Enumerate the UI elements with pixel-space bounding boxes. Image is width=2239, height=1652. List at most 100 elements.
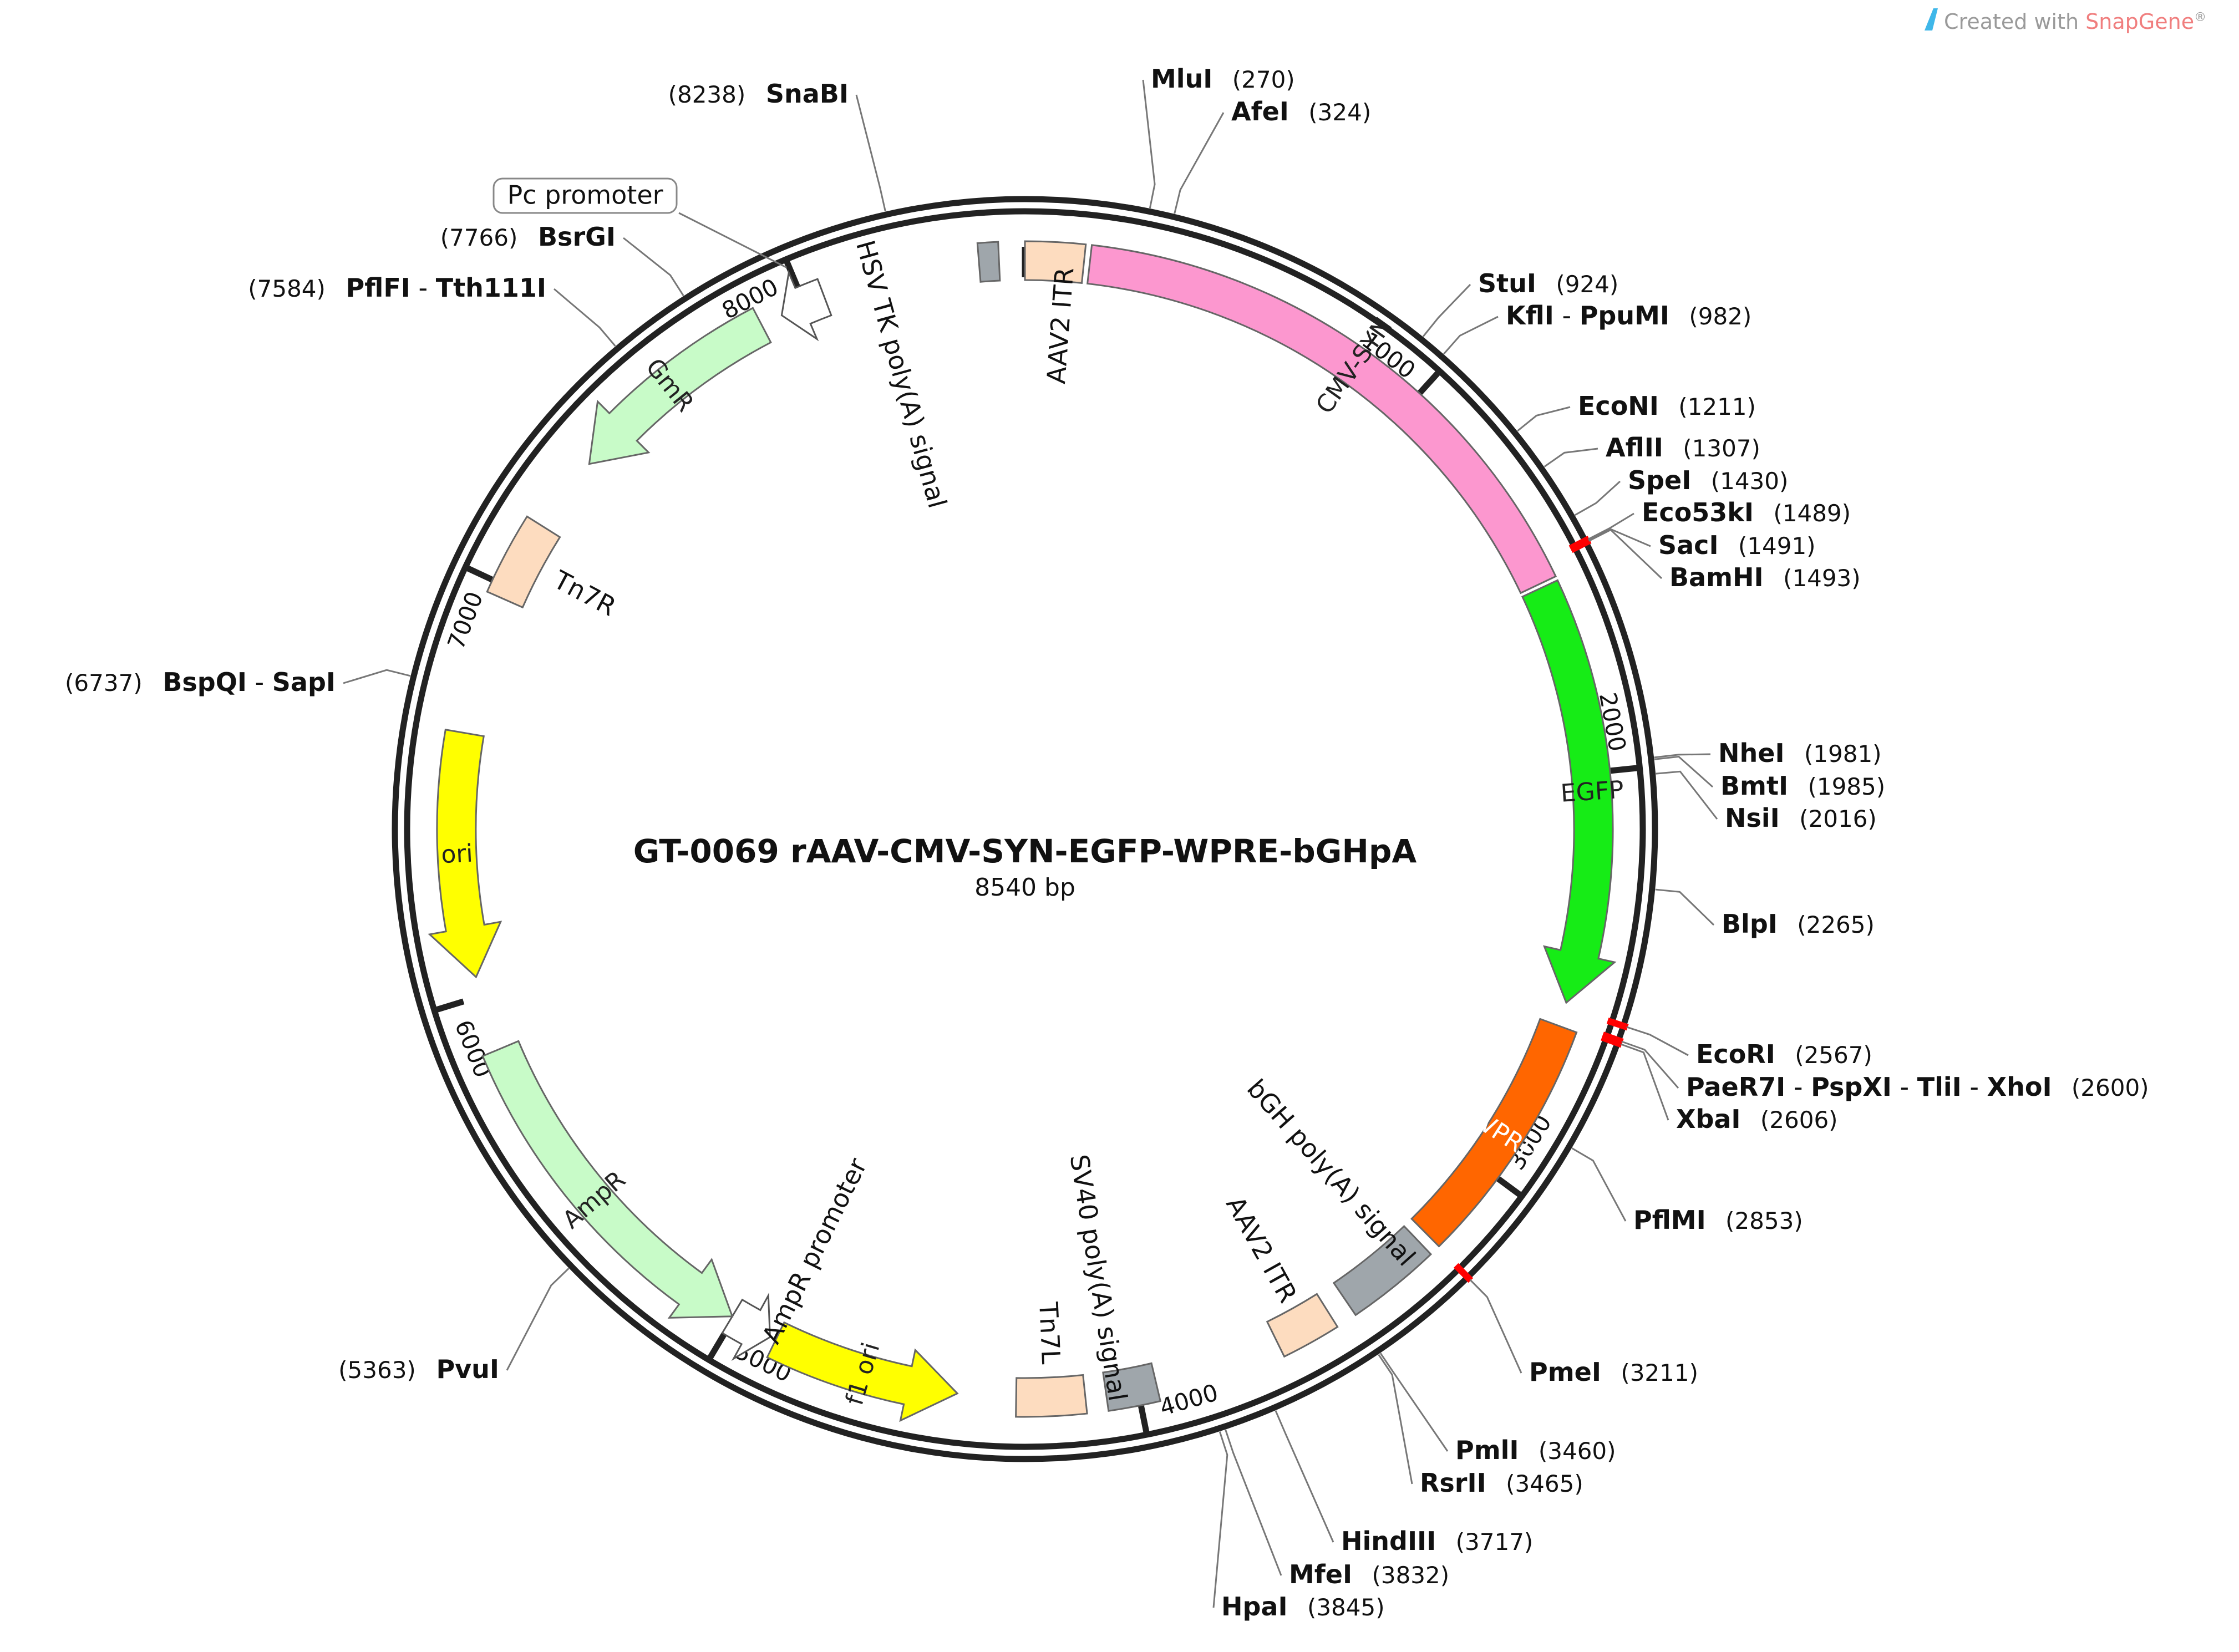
site-label: MluI (270) [1151,64,1295,94]
site-position: (3832) [1364,1562,1449,1589]
f1-ori-feature [766,1321,959,1422]
site-label: (8238) SnaBI [668,79,849,109]
site-blpi: BlpI (2265) [1655,888,1875,939]
unique-mark-ecori [1606,1017,1629,1031]
site-leader [1654,755,1713,788]
site-pvui: (5363) PvuI [338,1268,570,1384]
unique-mark-xbai [1601,1034,1623,1048]
hsv-tk-polya-feature [976,241,1001,283]
site-position: (924) [1548,271,1618,298]
site-afei: AfeI (324) [1174,96,1371,214]
site-leader [1422,283,1471,337]
site-enzyme-name: Eco53kI [1642,497,1754,527]
site-position: (2567) [1788,1041,1872,1069]
site-label: SpeI (1430) [1628,465,1788,495]
site-leader [1544,448,1598,467]
site-enzyme-name: SacI [1658,530,1719,560]
site-position: (5363) [338,1356,416,1384]
site-enzyme-name: BamHI [1669,562,1764,592]
backbone-outer-ring [392,196,1658,1462]
svg-text:Created with SnapGene®: Created with SnapGene® [1944,9,2206,34]
site-position: (1430) [1703,467,1788,495]
site-nhei: NheI (1981) [1654,738,1882,768]
site-leader [1517,406,1571,432]
site-leader [1588,528,1651,547]
site-mlui: MluI (270) [1142,64,1295,209]
site-pmli: PmlI (3460) [1379,1353,1616,1465]
site-leader [1654,753,1711,759]
site-position: (1307) [1676,435,1760,462]
bgh-polya-feature [1332,1224,1433,1316]
site-leader [1378,1354,1413,1485]
site-enzyme-name: AflII [1606,433,1663,462]
site-enzyme-name: MfeI [1289,1559,1352,1589]
backbone [392,196,1658,1462]
site-position: (1491) [1731,532,1816,560]
site-leader [623,237,684,297]
site-leader [1626,1026,1689,1056]
site-leader [1621,1040,1679,1089]
ampr-promoter-label: AmpR promoter [756,1153,872,1349]
brand-reg: ® [2194,11,2206,24]
site-position: (982) [1682,303,1751,330]
site-pflfi-tth111i: (7584) PflFI - Tth111I [248,273,616,347]
site-enzyme-name: PaeR7I [1686,1072,1785,1102]
site-enzyme-name: NsiI [1725,803,1780,833]
site-position: (270) [1225,66,1294,93]
site-position: (7584) [248,275,326,302]
aav2-itr-1-label: AAV2 ITR [1041,266,1079,385]
site-leader [1225,1429,1282,1576]
site-enzyme-name: TliI [1917,1072,1962,1102]
site-pflmi: PflMI (2853) [1571,1147,1803,1235]
site-enzyme-name: XbaI [1676,1104,1741,1134]
site-mfei: MfeI (3832) [1225,1429,1449,1589]
center-title: GT-0069 rAAV-CMV-SYN-EGFP-WPRE-bGHpA 854… [633,832,1417,902]
site-leader [1275,1410,1334,1543]
site-leader [1575,480,1621,516]
sv40-polya-label: SV40 poly(A) signal [1064,1152,1133,1403]
tn7l-label: Tn7L [1033,1301,1066,1365]
site-leader [1571,1147,1627,1222]
site-enzyme-name: SnaBI [766,79,849,109]
site-enzyme-name: BsrGI [538,222,616,252]
tn7r-label: Tn7R [549,565,621,622]
site-label: RsrII (3465) [1420,1468,1583,1498]
site-position: (1211) [1671,393,1756,420]
ori-label: ori [440,840,474,870]
site-label: Eco53kI (1489) [1642,497,1851,527]
site-spei: SpeI (1430) [1575,465,1788,516]
site-enzyme-name: HindIII [1341,1526,1436,1556]
site-position: (2016) [1792,805,1877,832]
site-xbai: XbaI (2606) [1620,1043,1838,1134]
tick-1000 [1416,369,1442,396]
backbone-inner-ring [404,208,1646,1450]
site-separator: - [1554,301,1580,331]
unique-site-marks [1453,536,1629,1283]
site-position: (2600) [2064,1074,2149,1101]
site-eco53ki: Eco53kI (1489) [1587,497,1851,540]
site-ecori: EcoRI (2567) [1626,1026,1872,1069]
site-snabi: (8238) SnaBI [668,79,886,212]
site-position: (3211) [1613,1359,1698,1386]
site-enzyme-name: HpaI [1221,1592,1288,1621]
brand-prefix: Created with [1944,9,2085,34]
site-separator: - [1785,1072,1811,1102]
tn7l-feature [1015,1374,1088,1418]
site-label: PaeR7I - PspXI - TliI - XhoI (2600) [1686,1072,2149,1102]
site-leader [554,288,616,347]
site-separator: - [1892,1072,1917,1102]
unique-mark-pmei [1453,1263,1474,1283]
site-label: StuI (924) [1478,268,1618,298]
site-enzyme-name: SpeI [1628,465,1691,495]
site-bsrgi: (7766) BsrGI [440,222,684,297]
egfp-label: EGFP [1560,776,1624,808]
site-econi: EcoNI (1211) [1517,391,1756,432]
site-paer7i-pspxi-tlii-xhoi: PaeR7I - PspXI - TliI - XhoI (2600) [1621,1040,2149,1102]
site-separator [530,222,538,252]
site-label: (6737) BspQI - SapI [65,667,336,697]
site-leader [506,1268,570,1371]
site-enzyme-name: PmeI [1529,1357,1601,1387]
site-label: (7584) PflFI - Tth111I [248,273,546,303]
site-leader [1142,79,1156,209]
